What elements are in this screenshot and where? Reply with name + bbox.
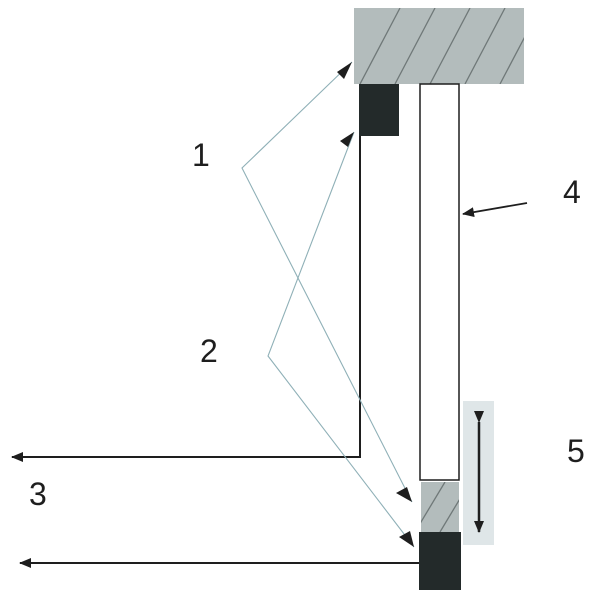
label-5: 5 bbox=[567, 433, 585, 469]
sliding-block bbox=[421, 482, 459, 532]
bottom-contact-block bbox=[419, 532, 461, 590]
pointer-arrow-4 bbox=[462, 202, 528, 218]
leader-arrowhead-1a bbox=[337, 62, 352, 79]
label-4: 4 bbox=[563, 174, 581, 210]
leader-arrowhead-2b bbox=[399, 531, 414, 547]
leader-lines-1 bbox=[241, 61, 413, 503]
vertical-strip bbox=[419, 83, 460, 481]
leader-lines-2 bbox=[267, 131, 415, 548]
label-1: 1 bbox=[192, 137, 210, 173]
leader-arrowhead-2a bbox=[340, 132, 354, 147]
label-2: 2 bbox=[200, 333, 218, 369]
label-3: 3 bbox=[29, 476, 47, 512]
top-contact-block bbox=[359, 84, 399, 136]
upper-conductor-line bbox=[11, 136, 361, 462]
leader-arrowhead-1b bbox=[396, 487, 412, 502]
top-mount-block bbox=[354, 8, 524, 84]
